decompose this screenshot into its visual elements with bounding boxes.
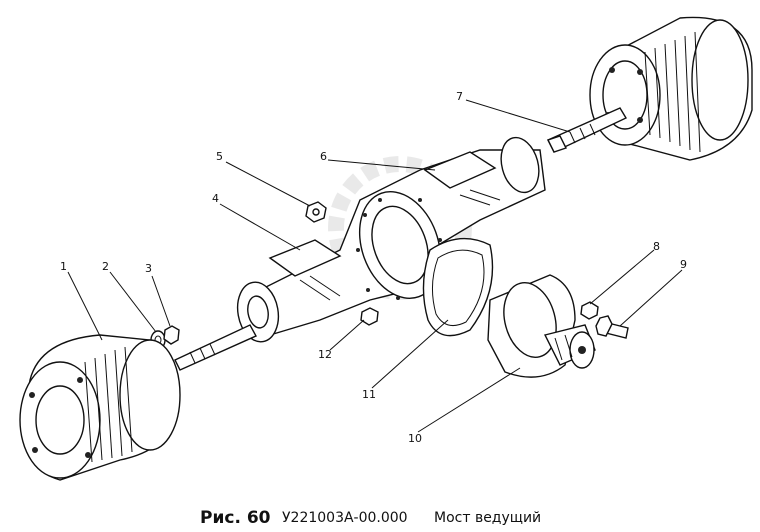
callout-4: 4 — [212, 192, 219, 205]
leader-lines — [67, 99, 683, 433]
callout-1: 1 — [60, 260, 67, 273]
callout-numbers: 1 2 3 4 5 6 7 8 9 10 11 12 — [60, 90, 687, 445]
nut-8 — [580, 301, 599, 320]
left-wheel-hub — [19, 334, 181, 481]
nut-5 — [305, 201, 327, 223]
part-code: У221003А-00.000 — [282, 510, 408, 526]
nut-12 — [360, 307, 379, 326]
callout-8: 8 — [653, 240, 660, 253]
bolt-9 — [595, 315, 629, 339]
callout-7: 7 — [456, 90, 463, 103]
callout-3: 3 — [145, 262, 152, 275]
callout-5: 5 — [216, 150, 223, 163]
callout-10: 10 — [408, 432, 422, 445]
right-half-shaft — [547, 107, 627, 153]
callout-12: 12 — [318, 348, 332, 361]
figure-title: Мост ведущий — [434, 510, 541, 526]
gasket-11 — [422, 237, 494, 337]
callout-9: 9 — [680, 258, 687, 271]
right-wheel-hub — [589, 16, 753, 161]
figure-caption: Рис. 60 У221003А-00.000 Мост ведущий — [200, 508, 541, 528]
callout-6: 6 — [320, 150, 327, 163]
figure-number: Рис. 60 — [200, 508, 271, 528]
nut-3 — [163, 325, 180, 345]
axle-housing — [236, 136, 546, 343]
callout-2: 2 — [102, 260, 109, 273]
callout-11: 11 — [362, 388, 376, 401]
main-gear-10 — [487, 274, 596, 378]
left-half-shaft — [174, 324, 257, 371]
